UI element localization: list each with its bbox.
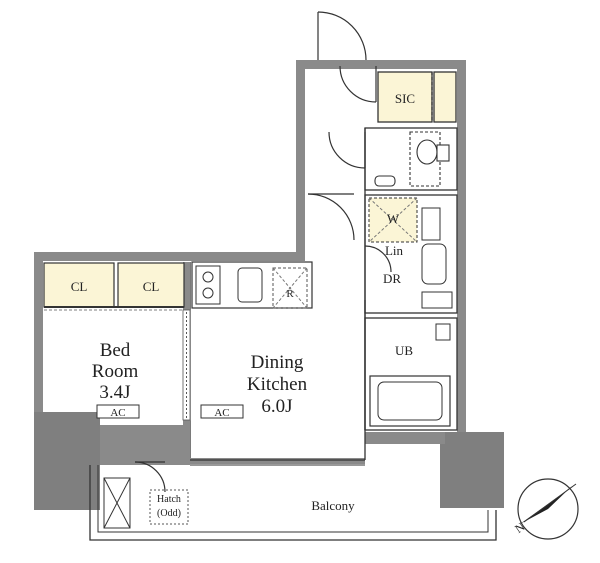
pillar-left [34, 412, 100, 510]
refrigerator-space [272, 267, 308, 309]
label-dk-line2: Kitchen [247, 374, 308, 395]
label-dr: DR [383, 271, 401, 286]
bedroom-ac-box [96, 404, 140, 419]
label-bedroom-line2: Room [92, 361, 139, 382]
wall-far-left [34, 252, 43, 510]
wall-bedroom-bottom [100, 425, 190, 465]
label-linen: Lin [385, 243, 404, 258]
toilet [374, 131, 450, 187]
entrance-door [317, 11, 367, 61]
closet-left [43, 262, 115, 308]
dk-ac-box [200, 404, 244, 419]
wall-dining-bottom [190, 458, 365, 464]
balcony [89, 464, 497, 541]
label-ub: UB [395, 343, 413, 358]
kitchen-sink [237, 267, 263, 303]
kitchen-counter [191, 261, 313, 309]
walls [34, 60, 504, 510]
label-closet-right: CL [143, 279, 160, 294]
washer-area [368, 197, 453, 309]
label-hatch-line1: Hatch [157, 494, 181, 505]
label-balcony: Balcony [311, 498, 355, 513]
label-bedroom-line1: Bed [100, 340, 131, 361]
compass: N [512, 478, 579, 540]
label-dk-size: 6.0J [261, 396, 292, 417]
compass-needle [520, 486, 572, 524]
wall-right [457, 60, 466, 435]
label-dk-line1: Dining [251, 352, 304, 373]
label-closet-left: CL [71, 279, 88, 294]
wall-bedroom-top [34, 252, 305, 261]
sic-box [377, 71, 433, 123]
compass-ring [517, 478, 579, 540]
label-refrigerator: R [286, 288, 294, 300]
wall-upper-left [296, 60, 305, 260]
label-hatch-line2: (Odd) [157, 508, 181, 519]
label-bedroom-ac: AC [110, 407, 125, 419]
wall-ub-bottom [365, 432, 445, 444]
bathtub [369, 323, 451, 427]
washbasin [421, 243, 447, 285]
label-bedroom-size: 3.4J [99, 382, 130, 403]
doors [134, 11, 392, 493]
closet-right [117, 262, 185, 308]
label-dk-ac: AC [214, 407, 229, 419]
label-washer: W [387, 211, 400, 226]
label-sic: SIC [395, 91, 415, 106]
pillar-right [440, 432, 504, 508]
wall-top [296, 60, 466, 69]
